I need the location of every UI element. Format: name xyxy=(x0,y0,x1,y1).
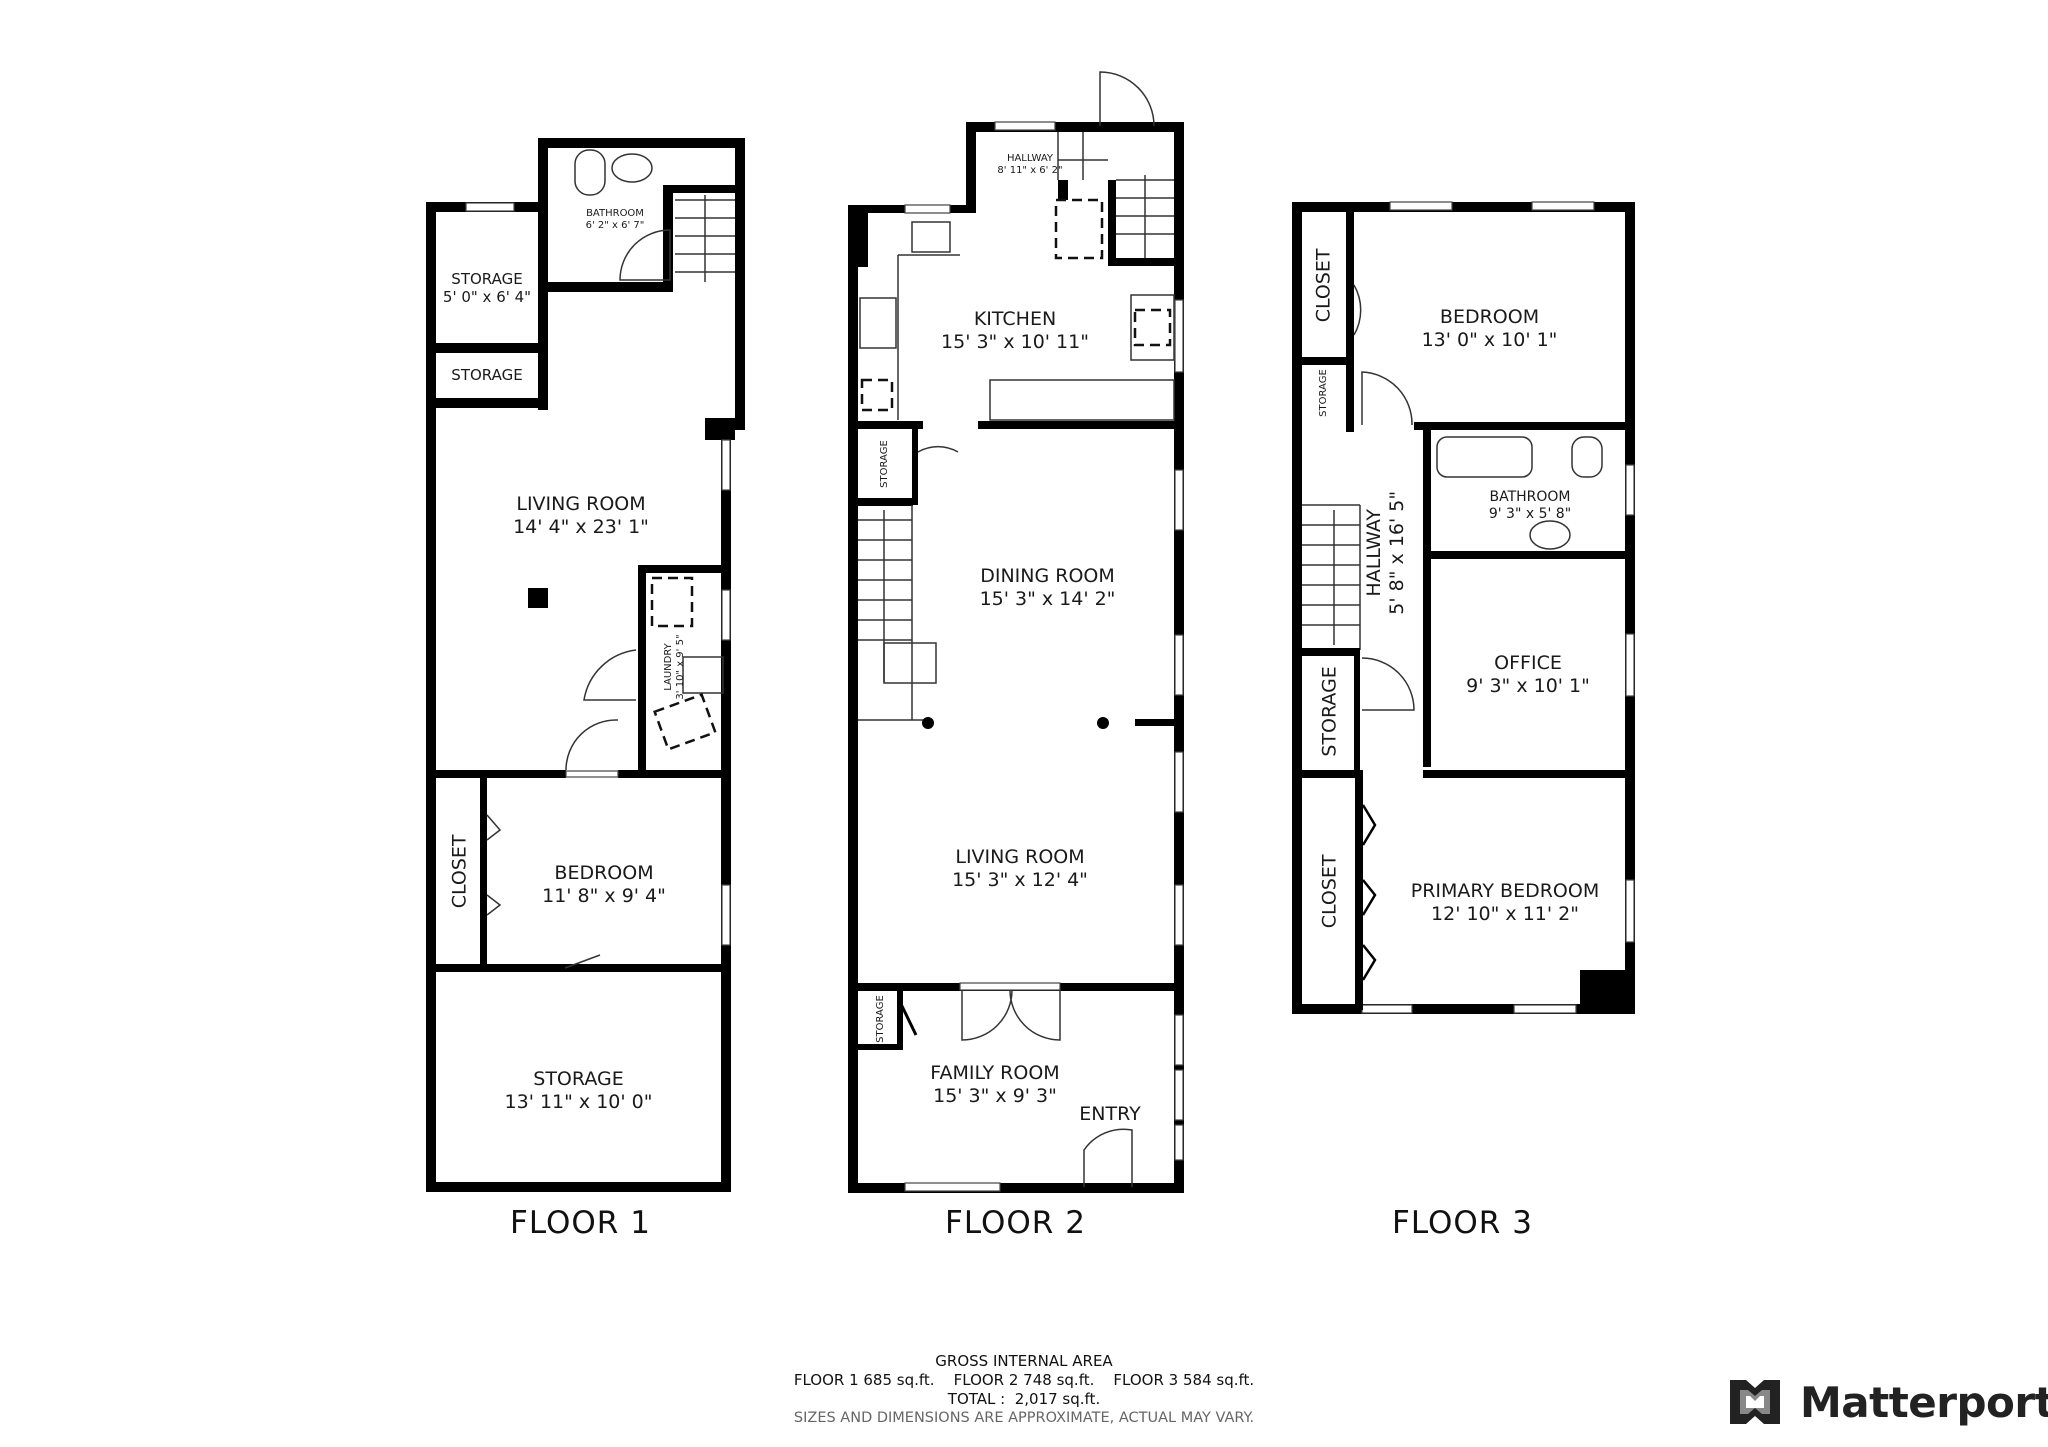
gross-internal-area: GROSS INTERNAL AREA FLOOR 1 685 sq.ft. F… xyxy=(0,1352,2048,1428)
room-dimensions: 15' 3" x 10' 11" xyxy=(941,330,1089,353)
room-name: STORAGE xyxy=(533,1068,624,1090)
room-dimensions: 14' 4" x 23' 1" xyxy=(513,515,649,538)
room-label: STORAGE xyxy=(879,429,891,499)
floor-2-plan xyxy=(848,71,1184,1193)
room-dimensions: 11' 8" x 9' 4" xyxy=(542,884,666,907)
room-dimensions: 6' 2" x 6' 7" xyxy=(585,220,645,231)
area-floors: FLOOR 1 685 sq.ft. FLOOR 2 748 sq.ft. FL… xyxy=(793,1371,1255,1389)
room-label: FAMILY ROOM 15' 3" x 9' 3" xyxy=(900,1062,1090,1108)
room-label: STORAGE 13' 11" x 10' 0" xyxy=(436,1068,721,1114)
room-label: PRIMARY BEDROOM 12' 10" x 11' 2" xyxy=(1380,880,1630,926)
room-label: OFFICE 9' 3" x 10' 1" xyxy=(1431,652,1625,698)
room-label: CLOSET xyxy=(1319,841,1342,941)
floor-3-plan xyxy=(1292,201,1635,1014)
room-dimensions: 9' 3" x 5' 8" xyxy=(1488,505,1572,522)
room-label: BEDROOM 13' 0" x 10' 1" xyxy=(1354,306,1625,352)
room-label: LIVING ROOM 14' 4" x 23' 1" xyxy=(436,493,726,539)
room-name: CLOSET xyxy=(448,834,471,909)
room-name: KITCHEN xyxy=(973,308,1057,330)
room-label: STORAGE xyxy=(875,984,887,1054)
room-label: STORAGE xyxy=(436,366,538,384)
room-name: CLOSET xyxy=(1318,854,1341,929)
floor-1-title: FLOOR 1 xyxy=(510,1205,651,1241)
room-name: BEDROOM xyxy=(554,862,654,884)
room-label: LIVING ROOM 15' 3" x 12' 4" xyxy=(900,846,1140,892)
brand-name: Matterport xyxy=(1800,1377,2048,1427)
room-name: STORAGE xyxy=(875,995,886,1043)
room-label: BATHROOM 6' 2" x 6' 7" xyxy=(580,208,650,232)
room-name: STORAGE xyxy=(1318,369,1329,417)
room-name: OFFICE xyxy=(1494,652,1562,674)
room-dimensions: 15' 3" x 9' 3" xyxy=(933,1084,1057,1107)
room-name: LIVING ROOM xyxy=(955,846,1085,868)
room-name: FAMILY ROOM xyxy=(930,1062,1060,1084)
room-name: STORAGE xyxy=(451,366,523,384)
room-name: BATHROOM xyxy=(1489,489,1571,505)
room-name: DINING ROOM xyxy=(980,565,1115,587)
room-name: STORAGE xyxy=(1318,666,1341,757)
room-label: STORAGE xyxy=(1319,661,1342,761)
area-total: TOTAL : 2,017 sq.ft. xyxy=(947,1390,1101,1408)
floor-2-title: FLOOR 2 xyxy=(945,1205,1086,1241)
room-name: STORAGE xyxy=(451,270,523,288)
room-name: CLOSET xyxy=(1312,248,1335,323)
room-name: BATHROOM xyxy=(586,208,644,219)
room-label: HALLWAY 5' 8" x 16' 5" xyxy=(1363,488,1409,618)
room-label: CLOSET xyxy=(449,821,472,921)
matterport-logo: Matterport xyxy=(1728,1376,2048,1428)
room-dimensions: 8' 11" x 6' 2" xyxy=(997,165,1063,176)
room-name: STORAGE xyxy=(879,440,890,488)
room-dimensions: 9' 3" x 10' 1" xyxy=(1466,674,1590,697)
floor-1-plan xyxy=(426,138,745,1192)
area-disclaimer: SIZES AND DIMENSIONS ARE APPROXIMATE, AC… xyxy=(793,1410,1255,1426)
room-name: BEDROOM xyxy=(1439,306,1540,328)
room-label: STORAGE 5' 0" x 6' 4" xyxy=(436,270,538,306)
room-dimensions: 15' 3" x 14' 2" xyxy=(979,587,1116,610)
room-name: LIVING ROOM xyxy=(516,493,646,515)
room-name: HALLWAY xyxy=(1363,509,1386,597)
room-dimensions: 12' 10" x 11' 2" xyxy=(1431,902,1579,925)
room-label: DINING ROOM 15' 3" x 14' 2" xyxy=(930,565,1165,611)
room-dimensions: 13' 11" x 10' 0" xyxy=(504,1090,653,1113)
matterport-logo-icon xyxy=(1730,1380,1780,1424)
room-label: KITCHEN 15' 3" x 10' 11" xyxy=(900,308,1130,354)
floor-3-title: FLOOR 3 xyxy=(1392,1205,1533,1241)
room-name: LAUNDRY xyxy=(663,643,674,691)
room-name: PRIMARY BEDROOM xyxy=(1410,880,1600,902)
room-label: BEDROOM 11' 8" x 9' 4" xyxy=(487,862,721,908)
room-dimensions: 5' 8" x 16' 5" xyxy=(1386,490,1408,615)
room-dimensions: 15' 3" x 12' 4" xyxy=(952,868,1088,891)
room-label: BATHROOM 9' 3" x 5' 8" xyxy=(1470,489,1590,523)
room-label: HALLWAY 8' 11" x 6' 2" xyxy=(990,153,1070,177)
room-name: HALLWAY xyxy=(1006,153,1054,164)
area-heading: GROSS INTERNAL AREA xyxy=(935,1352,1113,1370)
room-label: ENTRY xyxy=(1070,1103,1150,1126)
room-dimensions: 5' 0" x 6' 4" xyxy=(442,288,532,306)
room-label: STORAGE xyxy=(1318,363,1330,423)
room-dimensions: 3' 10" x 9' 5" xyxy=(675,634,686,700)
room-name: ENTRY xyxy=(1079,1103,1141,1125)
room-label: CLOSET xyxy=(1313,235,1336,335)
room-label: LAUNDRY 3' 10" x 9' 5" xyxy=(663,622,687,712)
room-dimensions: 13' 0" x 10' 1" xyxy=(1421,328,1558,351)
